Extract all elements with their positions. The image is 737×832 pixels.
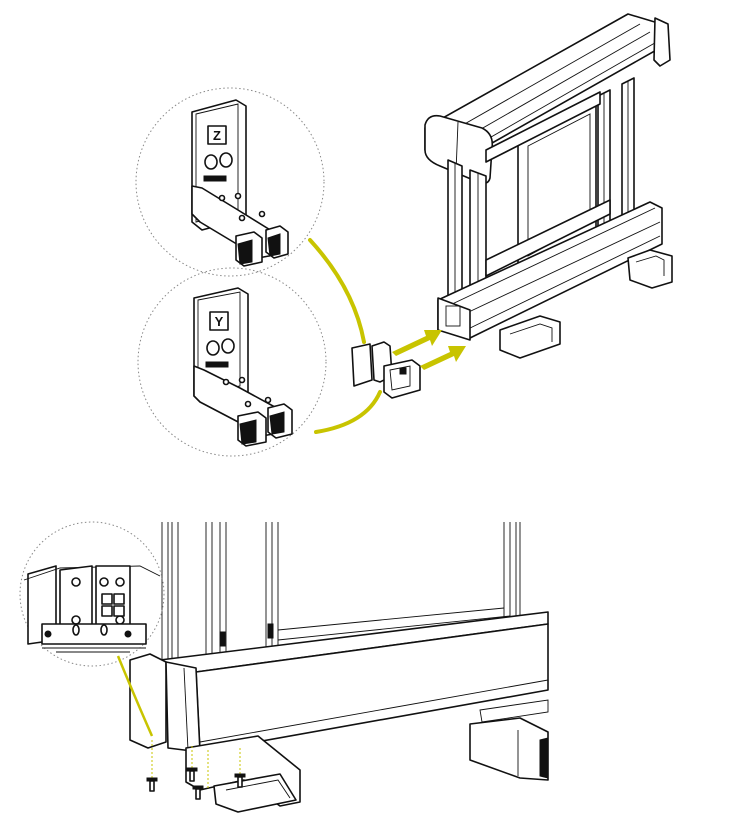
callout-connector-y [314, 390, 382, 434]
arrow-right-icon [392, 330, 466, 370]
frame-assembly [424, 13, 673, 359]
bracket-y-letter: Y [215, 314, 224, 329]
bracket-z-letter: Z [213, 128, 221, 143]
screw-icon [146, 777, 158, 792]
callout-connector-detail [116, 655, 154, 737]
callout-circle-bracket-z: Z [135, 87, 325, 277]
bracket-z: Z [191, 99, 289, 267]
frame-closeup [129, 522, 549, 813]
screw-icon [192, 785, 204, 800]
callout-connector-z [308, 238, 366, 344]
callout-circle-bracket-y: Y [137, 267, 327, 457]
bracket-y: Y [193, 287, 293, 447]
screw-icon [234, 773, 246, 788]
end-cap-parts [351, 341, 421, 399]
callout-circle-detail [19, 521, 165, 667]
screw-icon [186, 767, 198, 782]
